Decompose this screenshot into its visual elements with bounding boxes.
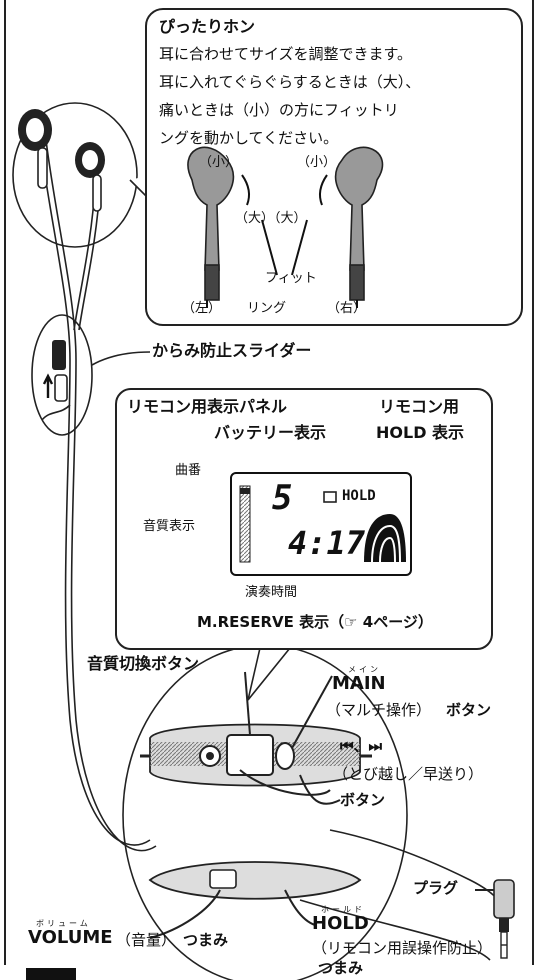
cord-left-2 [45,139,157,852]
lcd-graphics [239,485,406,563]
leader-main [291,675,333,749]
label-left: （左） [182,301,222,316]
lcd-play-time: 4:17 [288,524,366,562]
plug-icon [493,879,515,959]
page-frame [4,0,534,965]
earphone-overview-icon [18,109,105,212]
fit-earbuds-illustration [187,146,384,308]
hold-knob-label: つまみ [318,959,364,977]
page-tab-marker [26,968,76,980]
battery-indicator-label: バッテリー表示 [214,423,327,442]
main-button-label: ボタン [446,701,492,719]
earphone-zoom-circle [12,102,138,248]
label-fit: フィット [265,271,317,286]
label-small-right: （小） [297,155,337,170]
main-ruby: メイン [348,665,381,674]
sound-quality-label: 音質表示 [143,519,196,534]
label-small-left: （小） [199,155,239,170]
leader-skip [239,769,331,796]
volume-label: VOLUME [28,927,113,948]
hold-indicator-label-2: HOLD 表示 [376,423,465,442]
hold-ruby: ホールド [321,905,365,914]
fit-title: ぴったりホン [159,17,256,36]
skip-symbols: ⏮、⏭ [340,737,383,755]
remote-control-icon [140,723,372,900]
quality-button-label: 音質切換ボタン [87,654,200,673]
remote-panel-title: リモコン用表示パネル [127,397,288,416]
skip-desc: （とび越し／早送り） [333,765,484,783]
main-label: MAIN [332,673,386,694]
arrow-left-fit [241,174,251,206]
fit-line-2: 耳に入れてぐらぐらするときは（大）、 [159,73,421,91]
fit-info-panel: ぴったりホン 耳に合わせてサイズを調整できます。 耳に入れてぐらぐらするときは（… [145,8,523,326]
slider-zoom-circle [31,314,93,436]
label-ring: リング [247,301,287,316]
cord-left [39,139,151,846]
lcd-track-number: 5 [272,478,293,518]
leader-hold [284,889,316,926]
volume-desc: （音量） [116,931,177,949]
slider-label: からみ防止スライダー [152,341,312,360]
arrow-right-fit [318,174,328,206]
mreserve-label: M.RESERVE 表示（☞ 4ページ） [197,613,433,631]
fit-line-3: 痛いときは（小）の方にフィットリ [159,101,399,119]
hold-label: HOLD [312,913,369,934]
battery-icon [323,491,337,503]
hold-indicator-label-1: リモコン用 [379,397,460,416]
leader-volume [149,889,221,939]
volume-ruby: ボリューム [36,919,91,928]
leader-quality [244,671,251,736]
volume-knob-label: つまみ [183,931,229,949]
main-desc: （マルチ操作） [326,701,432,719]
label-right: （右） [327,301,367,316]
slider-icon [41,340,71,421]
lcd-display: 5 HOLD 4:17 [230,472,412,576]
hold-desc: （リモコン用誤操作防止） [312,939,493,957]
fit-line-1: 耳に合わせてサイズを調整できます。 [159,45,413,63]
play-time-label: 演奏時間 [245,585,298,600]
plug-label: プラグ [413,879,459,897]
lcd-hold: HOLD [342,488,376,504]
skip-button-label: ボタン [340,791,386,809]
track-number-label: 曲番 [175,463,202,478]
fit-line-4: ングを動かしてください。 [159,129,339,147]
label-large: （大）（大） [235,211,307,226]
